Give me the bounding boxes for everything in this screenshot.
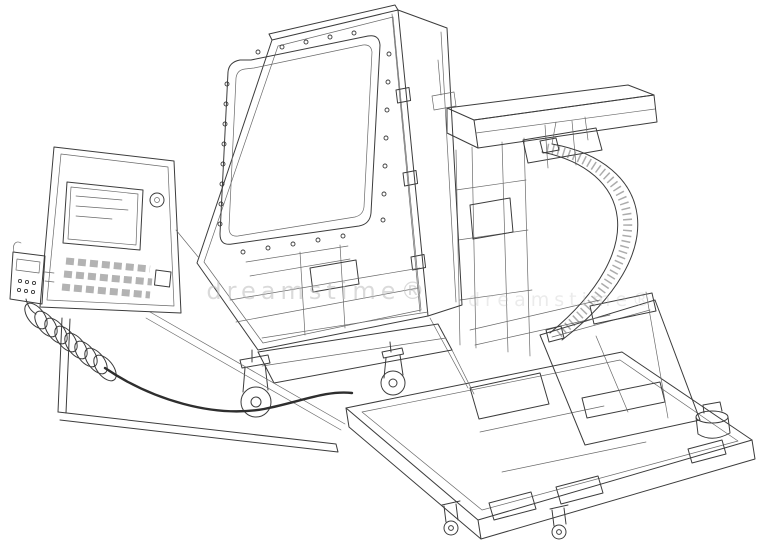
under-tray bbox=[257, 323, 453, 384]
caster-rear bbox=[380, 341, 406, 396]
base-platform bbox=[345, 351, 756, 540]
cabin-door-face bbox=[196, 9, 429, 351]
coiled-cable bbox=[24, 298, 117, 382]
hinge bbox=[402, 170, 419, 187]
hinge bbox=[410, 254, 427, 271]
vent-grille bbox=[555, 475, 604, 505]
door-hinge-line bbox=[391, 13, 421, 313]
machine-right-body bbox=[539, 291, 701, 446]
flexible-hose bbox=[539, 137, 639, 343]
window-rivets bbox=[217, 30, 392, 255]
panel-housing bbox=[39, 146, 182, 314]
hose-fitting-top bbox=[539, 137, 560, 154]
panel-stand-arm bbox=[57, 311, 346, 453]
hinge bbox=[395, 87, 412, 104]
cabin-enclosure bbox=[196, 4, 463, 418]
caster-front bbox=[239, 349, 272, 418]
panel-keypad bbox=[61, 257, 172, 299]
hose-fitting-bottom bbox=[545, 325, 565, 343]
carriage-box bbox=[469, 372, 550, 420]
watermark-text-main: dreamstime® bbox=[206, 277, 429, 305]
cable-to-machine bbox=[103, 366, 354, 413]
pendant-remote bbox=[9, 241, 55, 305]
foot-caster-right bbox=[549, 504, 569, 540]
cabin-window bbox=[219, 35, 381, 245]
foot-caster-left bbox=[441, 500, 461, 536]
watermark-layer: dreamstime® dreamstime® bbox=[206, 277, 656, 311]
canister bbox=[695, 401, 731, 439]
machine-column-frame bbox=[429, 120, 611, 420]
vent-grille bbox=[581, 381, 666, 419]
cabin-interior bbox=[229, 244, 429, 339]
panel-screen bbox=[62, 181, 144, 251]
vent-grille bbox=[687, 439, 727, 464]
beam-arm bbox=[446, 84, 658, 149]
watermark-text-secondary: dreamstime® bbox=[468, 289, 656, 311]
vent-grille bbox=[589, 292, 657, 325]
vent-grille bbox=[488, 491, 537, 521]
operator-panel bbox=[9, 146, 354, 453]
panel-knob bbox=[149, 192, 165, 208]
